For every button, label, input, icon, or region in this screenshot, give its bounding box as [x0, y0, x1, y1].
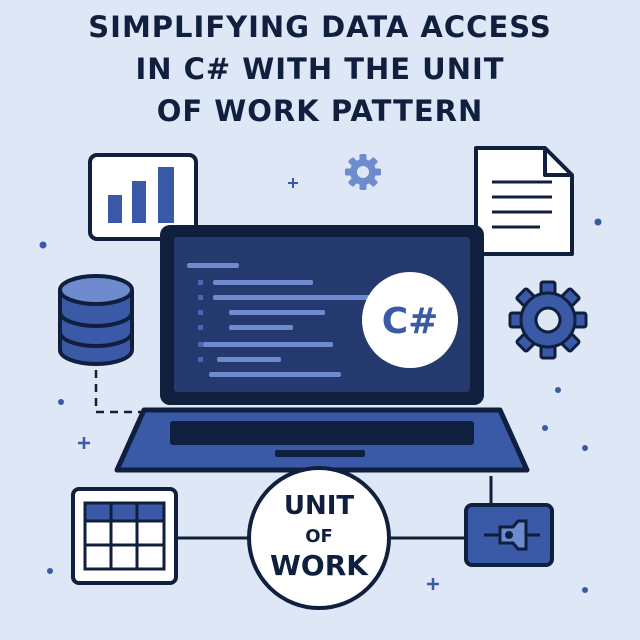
unit-of-work-line-1: UNIT — [284, 491, 355, 521]
database-connector-line — [94, 370, 150, 414]
unit-of-work-node: UNIT OF WORK — [247, 466, 391, 610]
bar-chart-icon — [88, 153, 198, 241]
small-gear-icon — [345, 154, 381, 190]
unit-of-work-connectors — [176, 476, 493, 540]
csharp-badge: C# — [362, 272, 458, 368]
gear-icon — [508, 280, 588, 360]
code-lines — [187, 263, 383, 377]
title-line-2: IN C# WITH THE UNIT — [135, 52, 505, 86]
unit-of-work-line-2: OF — [305, 526, 333, 547]
unit-of-work-line-3: WORK — [270, 549, 369, 582]
database-icon — [58, 274, 134, 366]
csharp-badge-label: C# — [382, 301, 439, 342]
laptop-icon — [114, 225, 530, 473]
table-grid-icon — [71, 487, 178, 585]
document-icon — [474, 146, 574, 256]
plug-connector-icon — [464, 503, 554, 567]
title-line-3: OF WORK PATTERN — [156, 94, 484, 128]
title-line-1: SIMPLIFYING DATA ACCESS — [88, 10, 552, 44]
decorative-sparkles — [39, 178, 602, 593]
page-title: SIMPLIFYING DATA ACCESS IN C# WITH THE U… — [0, 6, 640, 132]
